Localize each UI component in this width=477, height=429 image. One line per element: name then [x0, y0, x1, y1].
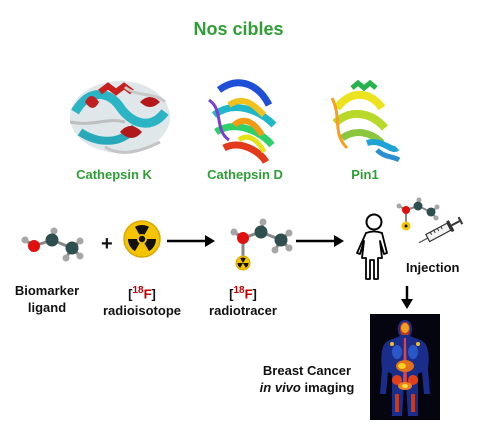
arrow-right-icon: [167, 235, 215, 247]
radiotracer-word: radiotracer: [209, 303, 277, 319]
radioisotope-label: [18F] radioisotope: [93, 282, 191, 319]
radiotracer-label: [18F] radiotracer: [202, 282, 284, 319]
plus-sign: +: [101, 233, 113, 255]
target-label-pin1: Pin1: [351, 167, 379, 182]
cathepsin-d-structure-image: [208, 79, 277, 165]
page-title: Nos cibles: [193, 19, 284, 39]
arrow-down-icon: [401, 286, 413, 309]
biomarker-label-line2: ligand: [27, 300, 67, 315]
injected-tracer-molecule-icon: [396, 197, 440, 231]
biomarker-ligand-label: Biomarker ligand: [12, 282, 82, 316]
syringe-icon: [418, 216, 464, 244]
pet-scan-image: [370, 314, 440, 420]
isotope-mass: 18: [132, 285, 144, 296]
bracket-open: [: [229, 286, 234, 302]
radioisotope-word: radioisotope: [102, 303, 181, 319]
target-label-cathepsin-d: Cathepsin D: [207, 167, 283, 182]
biomarker-label-line1: Biomarker: [14, 283, 80, 298]
target-label-cathepsin-k: Cathepsin K: [76, 167, 152, 182]
cathepsin-k-structure-image: [69, 81, 170, 154]
bracket-close: ]: [252, 286, 257, 302]
arrow-right-icon: [296, 235, 344, 247]
bracket-close: ]: [151, 286, 156, 302]
isotope-element: F: [244, 286, 253, 302]
imaging-italic: in vivo: [259, 380, 301, 395]
radiation-icon: [123, 220, 161, 258]
injection-label: Injection: [406, 260, 460, 275]
isotope-element: F: [143, 286, 152, 302]
imaging-rest: imaging: [300, 380, 355, 395]
imaging-label: Breast Cancer in vivo imaging: [252, 362, 362, 396]
biomarker-ligand-molecule-icon: [21, 227, 84, 262]
pin1-structure-image: [330, 79, 401, 163]
imaging-label-line1: Breast Cancer: [262, 363, 352, 378]
radiotracer-molecule-icon: [230, 218, 293, 271]
woman-figure-icon: [356, 213, 388, 280]
bracket-open: [: [128, 286, 133, 302]
isotope-mass: 18: [233, 285, 245, 296]
